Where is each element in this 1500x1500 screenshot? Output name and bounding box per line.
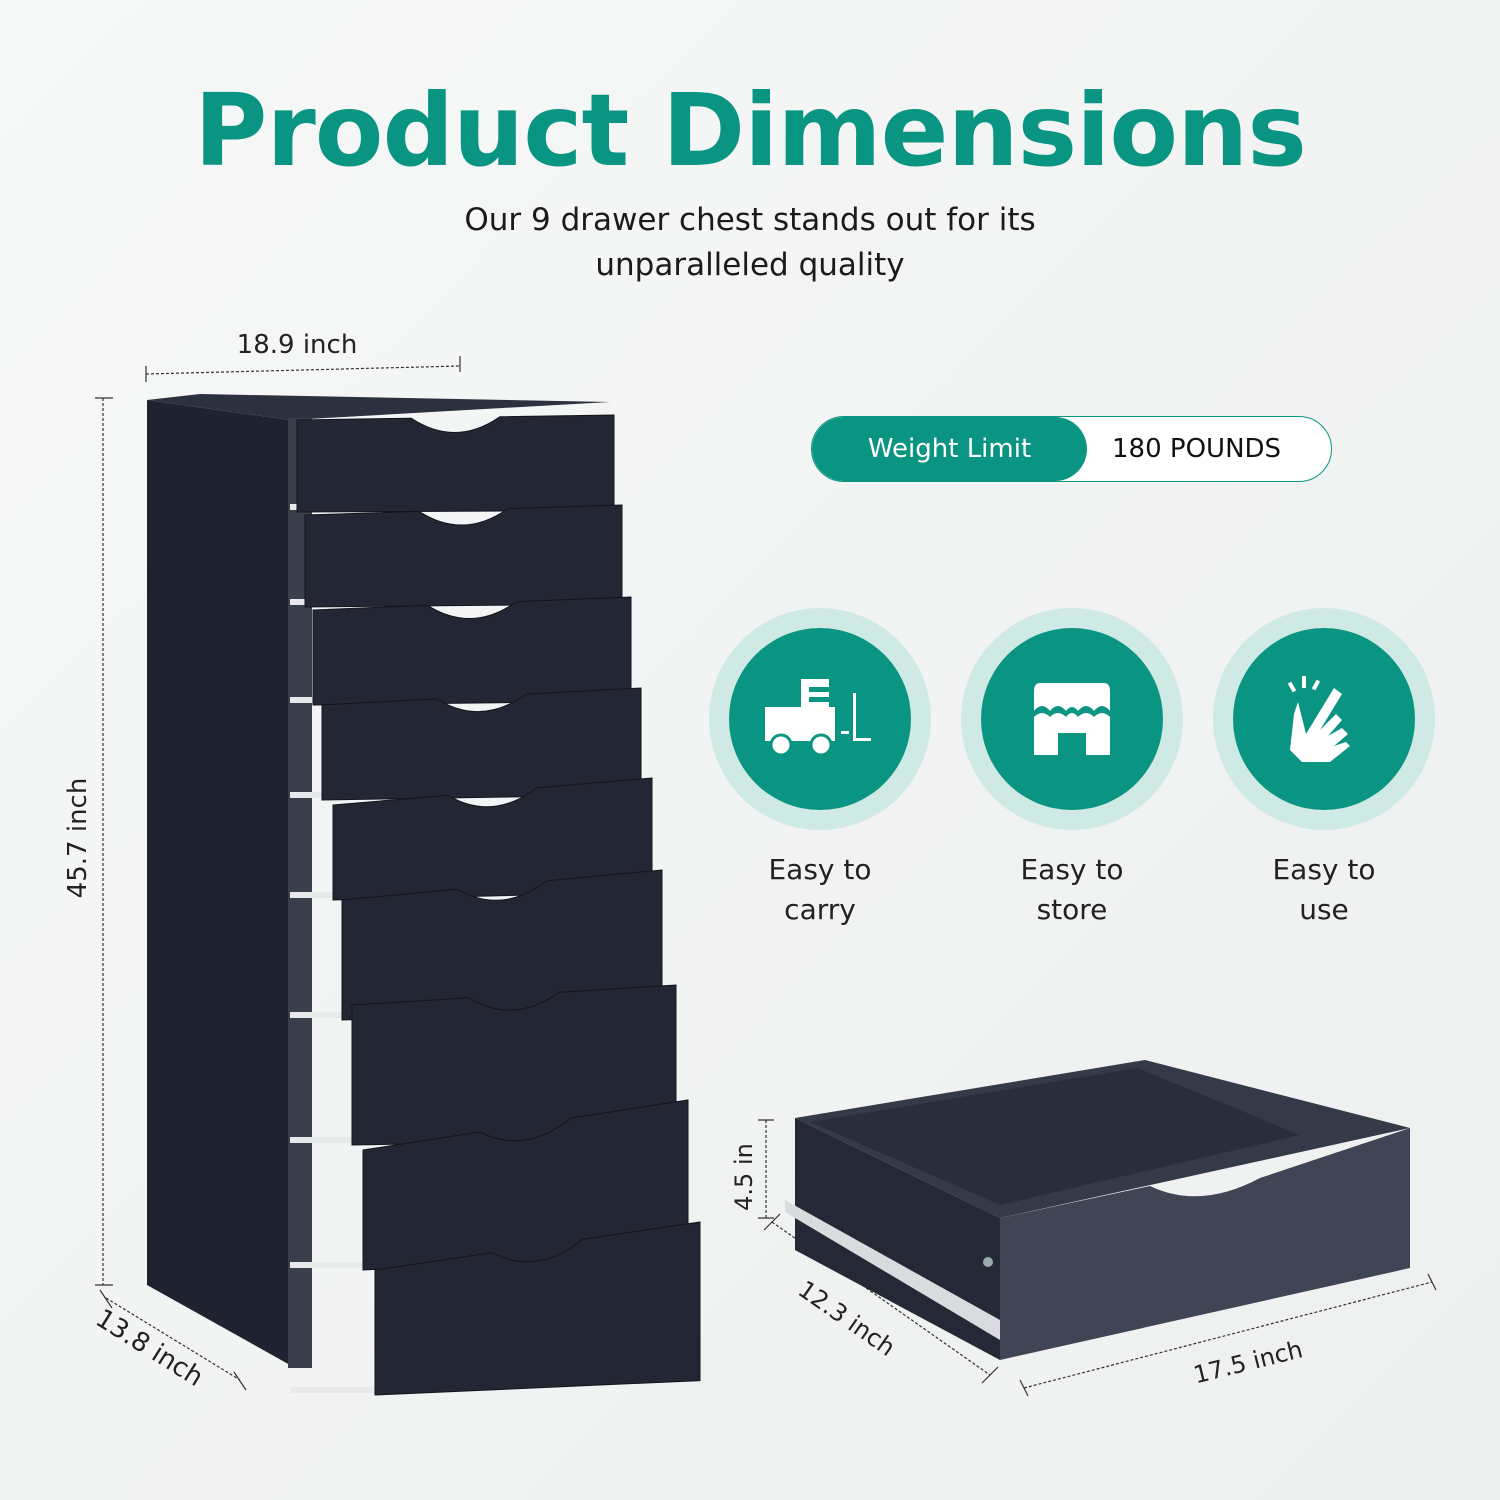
drawer-width-label: 17.5 inch xyxy=(1191,1335,1306,1389)
feature-easy-use: Easy to use xyxy=(1213,608,1435,930)
single-drawer xyxy=(785,1060,1410,1360)
page-title: Product Dimensions xyxy=(194,72,1307,189)
weight-limit-label: Weight Limit xyxy=(812,417,1087,481)
chest-width-label: 18.9 inch xyxy=(237,330,358,360)
storefront-icon xyxy=(1034,683,1110,755)
weight-limit-badge: Weight Limit 180 POUNDS xyxy=(811,416,1332,482)
drawer-front xyxy=(374,1221,701,1396)
drawer-front xyxy=(321,687,642,801)
chest-height-label: 45.7 inch xyxy=(63,778,93,899)
subtitle: Our 9 drawer chest stands out for its un… xyxy=(0,198,1500,288)
drawer-front xyxy=(332,777,653,901)
drawer-slide xyxy=(290,792,342,798)
hand-snap-icon xyxy=(1287,676,1350,762)
forklift-icon xyxy=(765,679,871,757)
feature-label-line2: store xyxy=(1036,893,1108,926)
drawer-front xyxy=(351,984,677,1146)
drawer-slide xyxy=(290,892,353,898)
drawer-slide xyxy=(290,1262,383,1268)
feature-label-line2: use xyxy=(1299,893,1349,926)
feature-label-line1: Easy to xyxy=(1020,853,1124,886)
feature-label-line2: carry xyxy=(784,893,856,926)
feature-easy-store: Easy to store xyxy=(961,608,1183,930)
drawer-slide xyxy=(290,1137,372,1143)
feature-label-line1: Easy to xyxy=(768,853,872,886)
feature-easy-carry: Easy to carry xyxy=(709,608,931,930)
subtitle-line-1: Our 9 drawer chest stands out for its xyxy=(464,202,1036,238)
dimension-lines xyxy=(95,356,1437,1397)
drawer-slide xyxy=(290,1387,395,1393)
drawer-slide xyxy=(290,697,333,703)
drawer-front xyxy=(304,504,623,608)
subtitle-line-2: unparalleled quality xyxy=(595,247,905,283)
weight-limit-value: 180 POUNDS xyxy=(1112,434,1282,464)
drawer-front xyxy=(341,869,663,1021)
drawer-front xyxy=(296,414,615,513)
chest-depth-label: 13.8 inch xyxy=(90,1304,208,1393)
drawer-front xyxy=(312,596,632,706)
drawer-front xyxy=(362,1099,689,1271)
feature-label-line1: Easy to xyxy=(1272,853,1376,886)
drawer-height-label: 4.5 in xyxy=(730,1143,758,1211)
drawer-slide xyxy=(290,1012,362,1018)
drawer-chest xyxy=(147,394,701,1396)
